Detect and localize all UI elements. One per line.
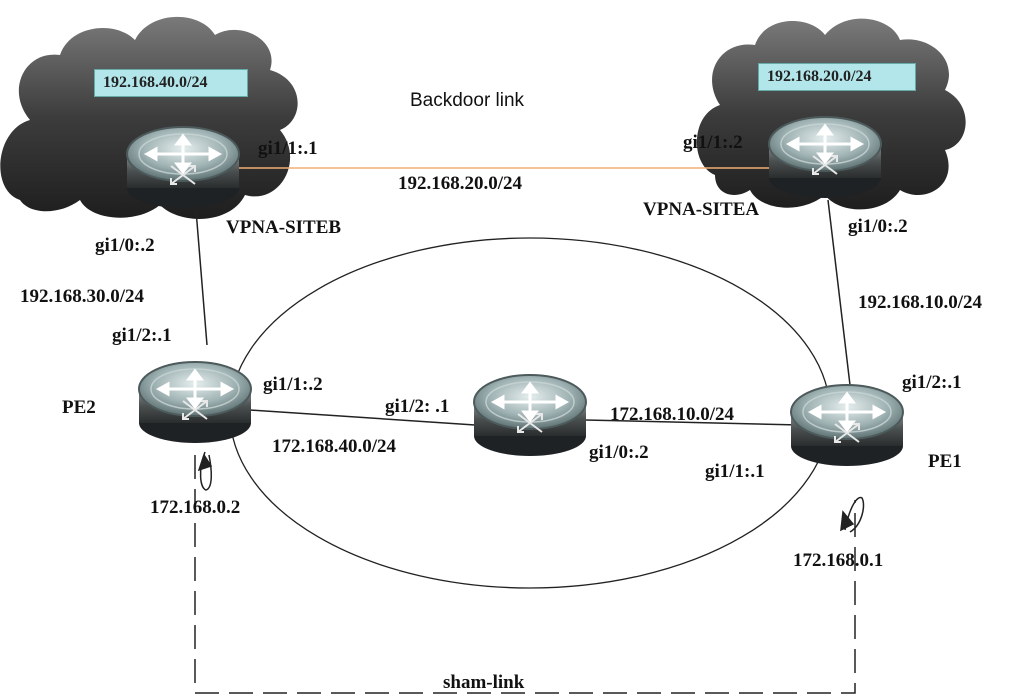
p-gi12-label: gi1/2: .1 — [385, 396, 450, 417]
sitea-pe1-link — [827, 199, 851, 386]
router-vpna-sitea — [767, 115, 883, 200]
sitea-gi10-label: gi1/0:.2 — [848, 216, 908, 237]
pe2-gi11-label: gi1/1:.2 — [263, 374, 323, 395]
sham-link-dashed-line — [194, 455, 856, 694]
pe1-gi11-label: gi1/1:.1 — [705, 461, 765, 482]
sitea-pe1-subnet-label: 192.168.10.0/24 — [858, 292, 983, 313]
router-label-pe2: PE2 — [62, 397, 96, 418]
router-label-vpna-siteb: VPNA-SITEB — [226, 217, 342, 238]
pe2-loopback-loop — [197, 451, 213, 491]
router-label-pe1: PE1 — [928, 451, 962, 472]
pe2-p-subnet-label: 172.168.40.0/24 — [272, 436, 397, 457]
backdoor-link-title: Backdoor link — [410, 90, 525, 111]
siteb-pe2-link — [195, 209, 208, 346]
pe2-loopback-label: 172.168.0.2 — [150, 497, 241, 518]
siteb-gi10-label: gi1/0:.2 — [95, 235, 155, 256]
p-pe1-subnet-label: 172.168.10.0/24 — [610, 404, 735, 425]
site-a-subnet-box: 192.168.20.0/24 — [758, 63, 916, 91]
sham-link-label: sham-link — [443, 672, 525, 693]
siteb-pe2-subnet-label: 192.168.30.0/24 — [20, 286, 145, 307]
router-label-vpna-sitea: VPNA-SITEA — [643, 199, 760, 220]
pe2-gi12-label: gi1/2:.1 — [112, 325, 172, 346]
pe1-loopback-loop — [840, 496, 865, 533]
backdoor-subnet-label: 192.168.20.0/24 — [398, 173, 523, 194]
router-pe1 — [789, 383, 905, 468]
router-vpna-siteb — [125, 125, 241, 210]
p-gi10-label: gi1/0:.2 — [589, 442, 649, 463]
pe2-p-link — [249, 409, 476, 426]
router-p — [472, 373, 588, 458]
site-b-subnet-box: 192.168.40.0/24 — [94, 69, 248, 97]
router-pe2 — [137, 360, 253, 445]
pe1-loopback-label: 172.168.0.1 — [793, 550, 884, 571]
pe1-gi12-label: gi1/2:.1 — [902, 372, 962, 393]
sitea-gi11-label: gi1/1:.2 — [683, 132, 743, 153]
p-pe1-link — [584, 419, 801, 426]
siteb-gi11-label: gi1/1:.1 — [258, 138, 318, 159]
